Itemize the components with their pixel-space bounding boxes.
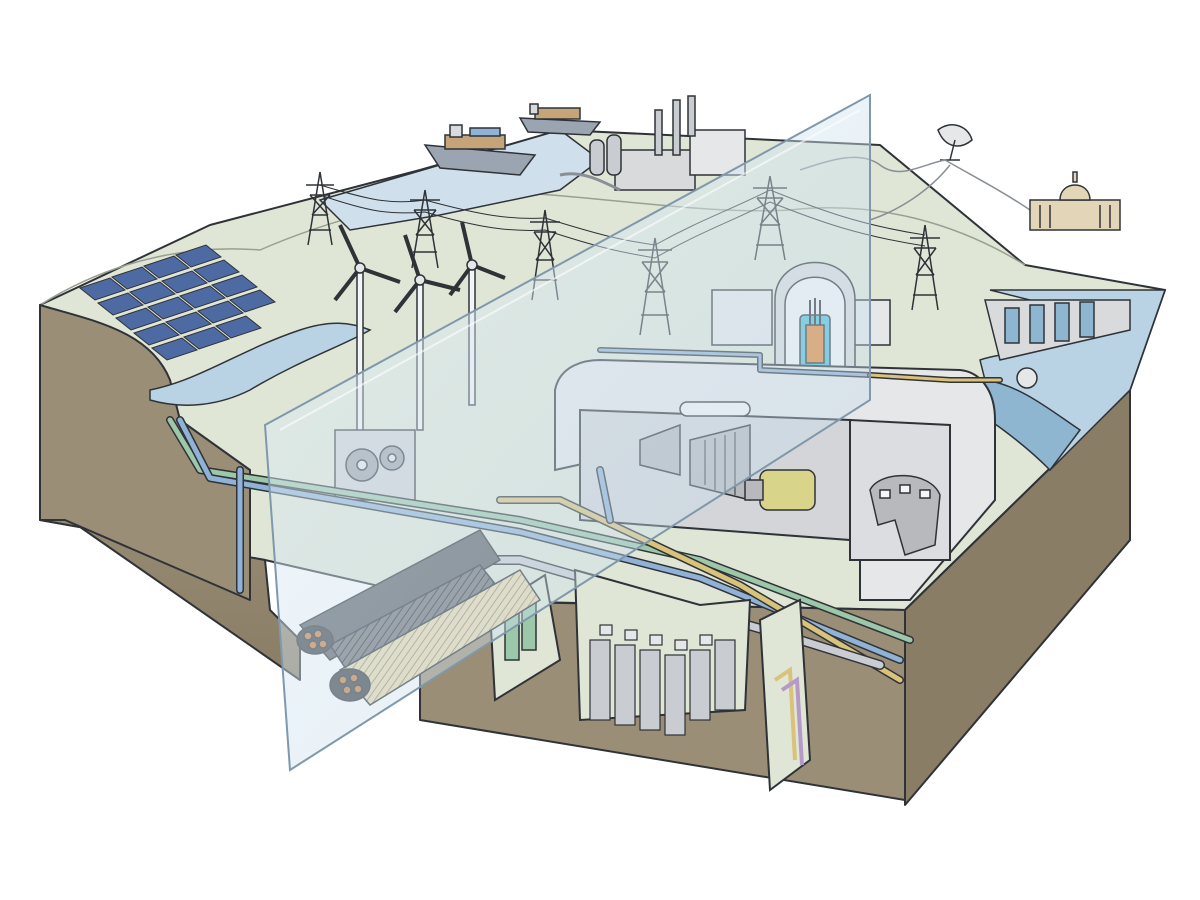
generator-icon [744,469,816,511]
glass-cutaway-panel-icon [263,93,871,772]
solar-panel-array-icon [78,244,277,361]
hydro-dam-icon [984,299,1131,389]
cable-vault [758,598,812,792]
transmission-tower-icon [910,224,940,311]
cargo-ship-icon [423,124,537,176]
busbar-icon [773,666,804,766]
battery-bank-icon [589,624,736,736]
pipe [868,373,1002,382]
cargo-ship-icon [518,103,602,136]
data-link-line [869,164,951,221]
ground-side-left-face [39,304,251,601]
river-left [149,322,372,406]
capitol-building-icon [1029,171,1121,231]
transmission-tower-icon [410,189,440,269]
satellite-dish-icon [937,124,973,161]
control-room-icon [869,474,941,556]
transmission-tower-icon [306,171,334,246]
